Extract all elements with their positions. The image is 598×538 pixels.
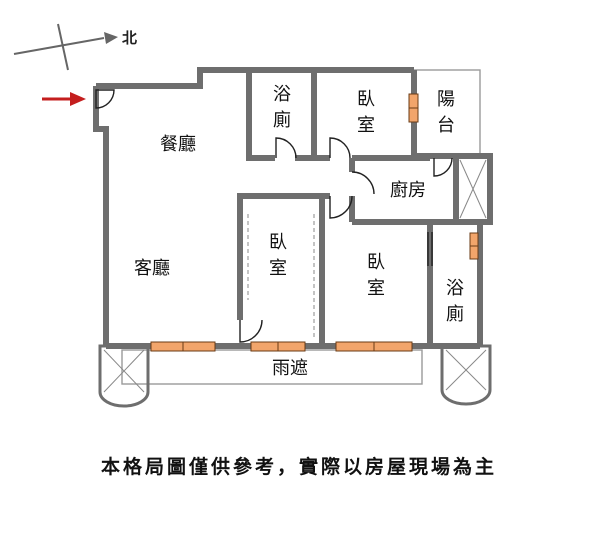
balcony-door-icon: [433, 157, 453, 177]
entry-arrow-icon: [42, 92, 86, 106]
label-canopy: 雨遮: [272, 358, 308, 379]
label-kitchen: 廚房: [390, 179, 426, 201]
utility-boxes: [98, 159, 492, 408]
entry-door-icon: [95, 89, 115, 109]
balcony-outline: [413, 69, 481, 157]
outer-walls: [93, 67, 493, 349]
doors: [95, 89, 453, 343]
disclaimer-note: 本格局圖僅供參考，實際以房屋現場為主: [100, 456, 497, 478]
ac-unit-right-icon: [440, 344, 492, 406]
label-dining: 餐廳: [160, 134, 196, 155]
bedroom-right-door-icon: [329, 195, 353, 219]
label-bedroom-mid: 臥室: [269, 232, 287, 279]
label-bath-right: 浴廁: [446, 278, 464, 325]
interior-walls: [237, 70, 430, 346]
label-living: 客廳: [134, 258, 170, 279]
bedroom-mid-door-icon: [239, 319, 263, 343]
label-balcony: 陽台: [437, 89, 455, 136]
bath-top-door-icon: [275, 137, 297, 159]
label-bedroom-top: 臥室: [357, 89, 375, 136]
bedroom-top-door-icon: [329, 137, 351, 159]
label-bedroom-right: 臥室: [367, 252, 385, 299]
compass: 北: [13, 23, 137, 71]
ac-unit-left-icon: [98, 344, 150, 408]
windows: [150, 93, 479, 352]
label-bath-top: 浴廁: [273, 84, 291, 131]
north-label: 北: [122, 29, 137, 47]
kitchen-door-icon: [351, 171, 375, 195]
compass-arrow-icon: [104, 32, 118, 44]
